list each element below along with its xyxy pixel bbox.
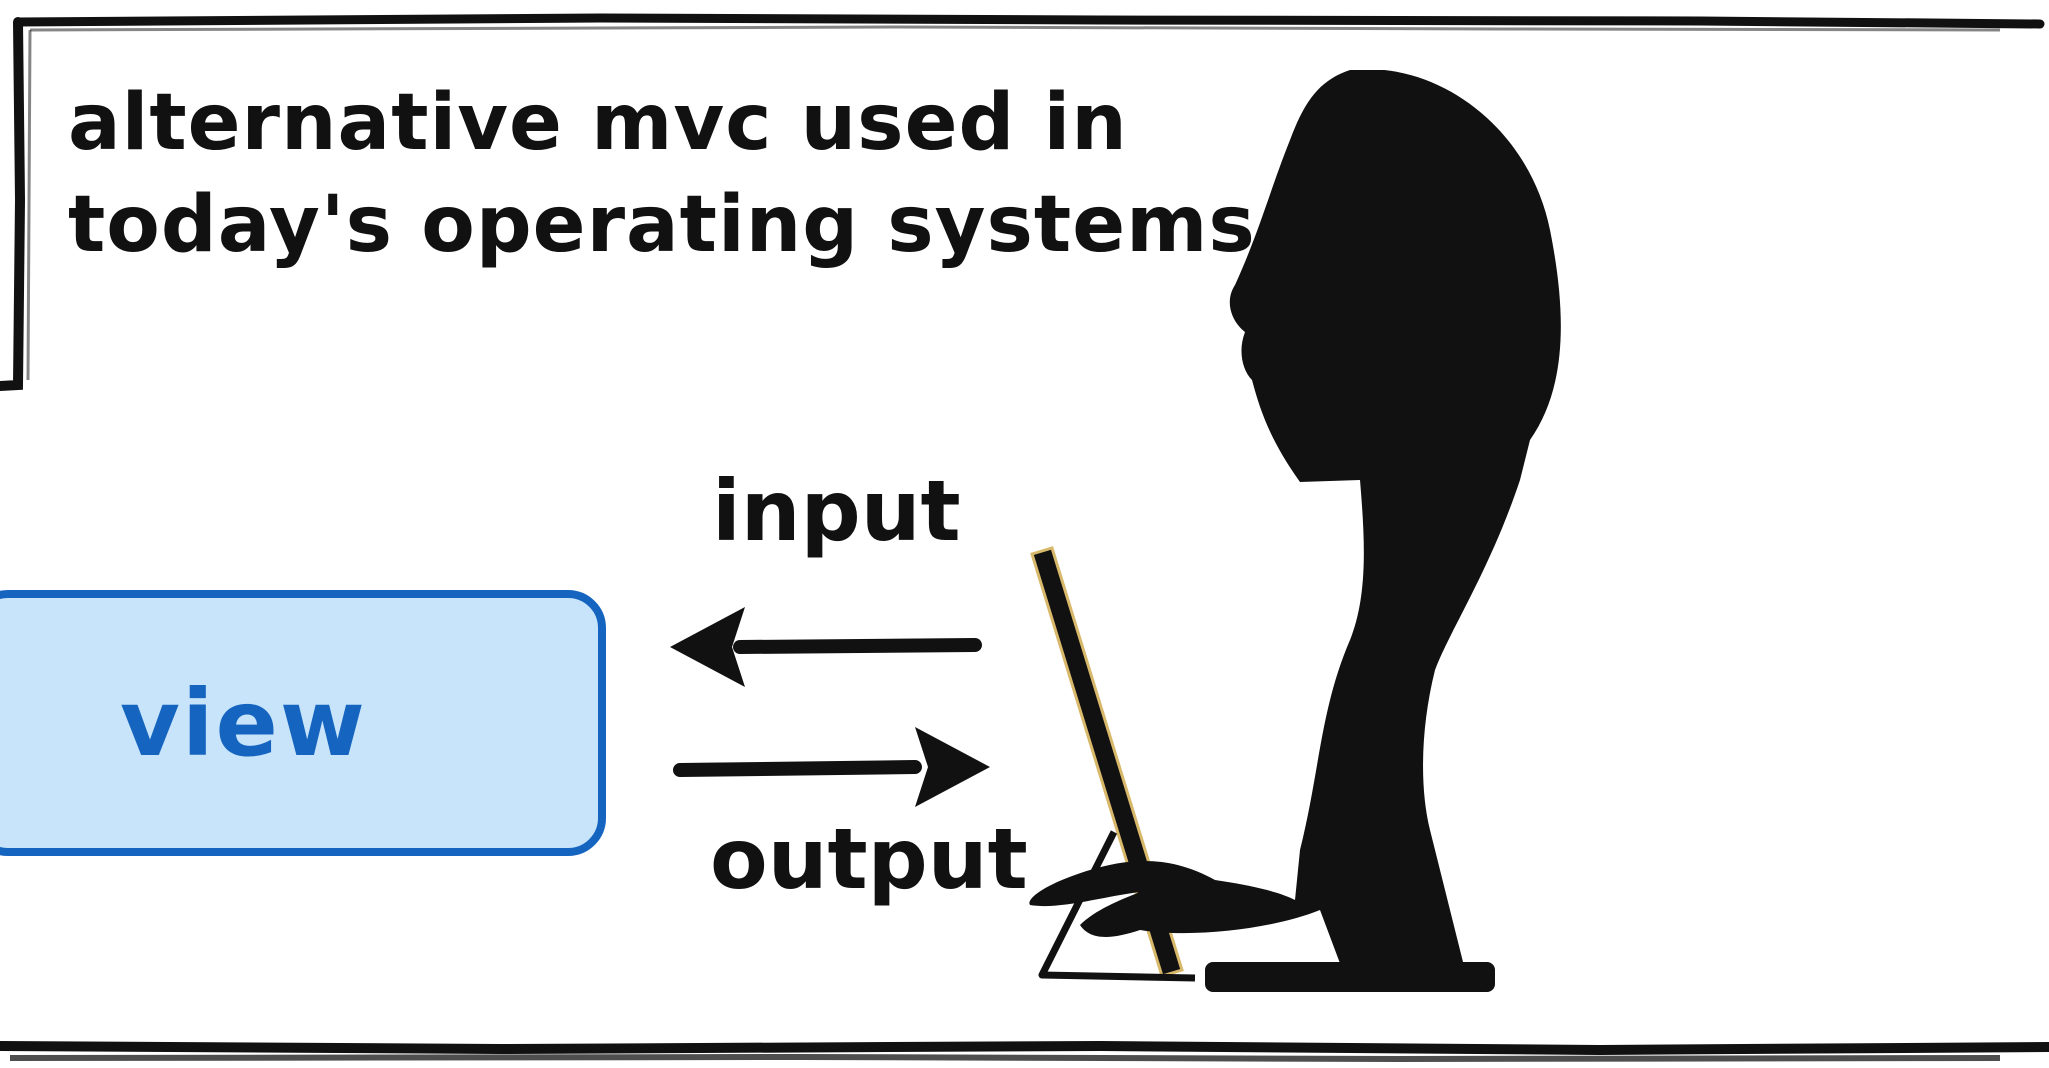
arrow-right-icon [673,727,990,807]
frame-bottom-border [0,1040,2049,1056]
arrow-left-icon [670,607,982,687]
title-line-1: alternative mvc used in [68,78,1128,168]
title-line-2: today's operating systems [68,180,1256,270]
output-label: output [710,810,1028,908]
frame-left-border [0,17,26,391]
slide-title: alternative mvc used in today's operatin… [68,72,1256,276]
person-silhouette [1029,70,1561,990]
view-label: view [120,669,367,777]
view-box: view [0,590,606,856]
arrows-group [670,607,990,807]
input-label: input [712,462,961,560]
frame-top-border [13,13,2045,29]
person-at-computer-silhouette [1029,70,1561,992]
